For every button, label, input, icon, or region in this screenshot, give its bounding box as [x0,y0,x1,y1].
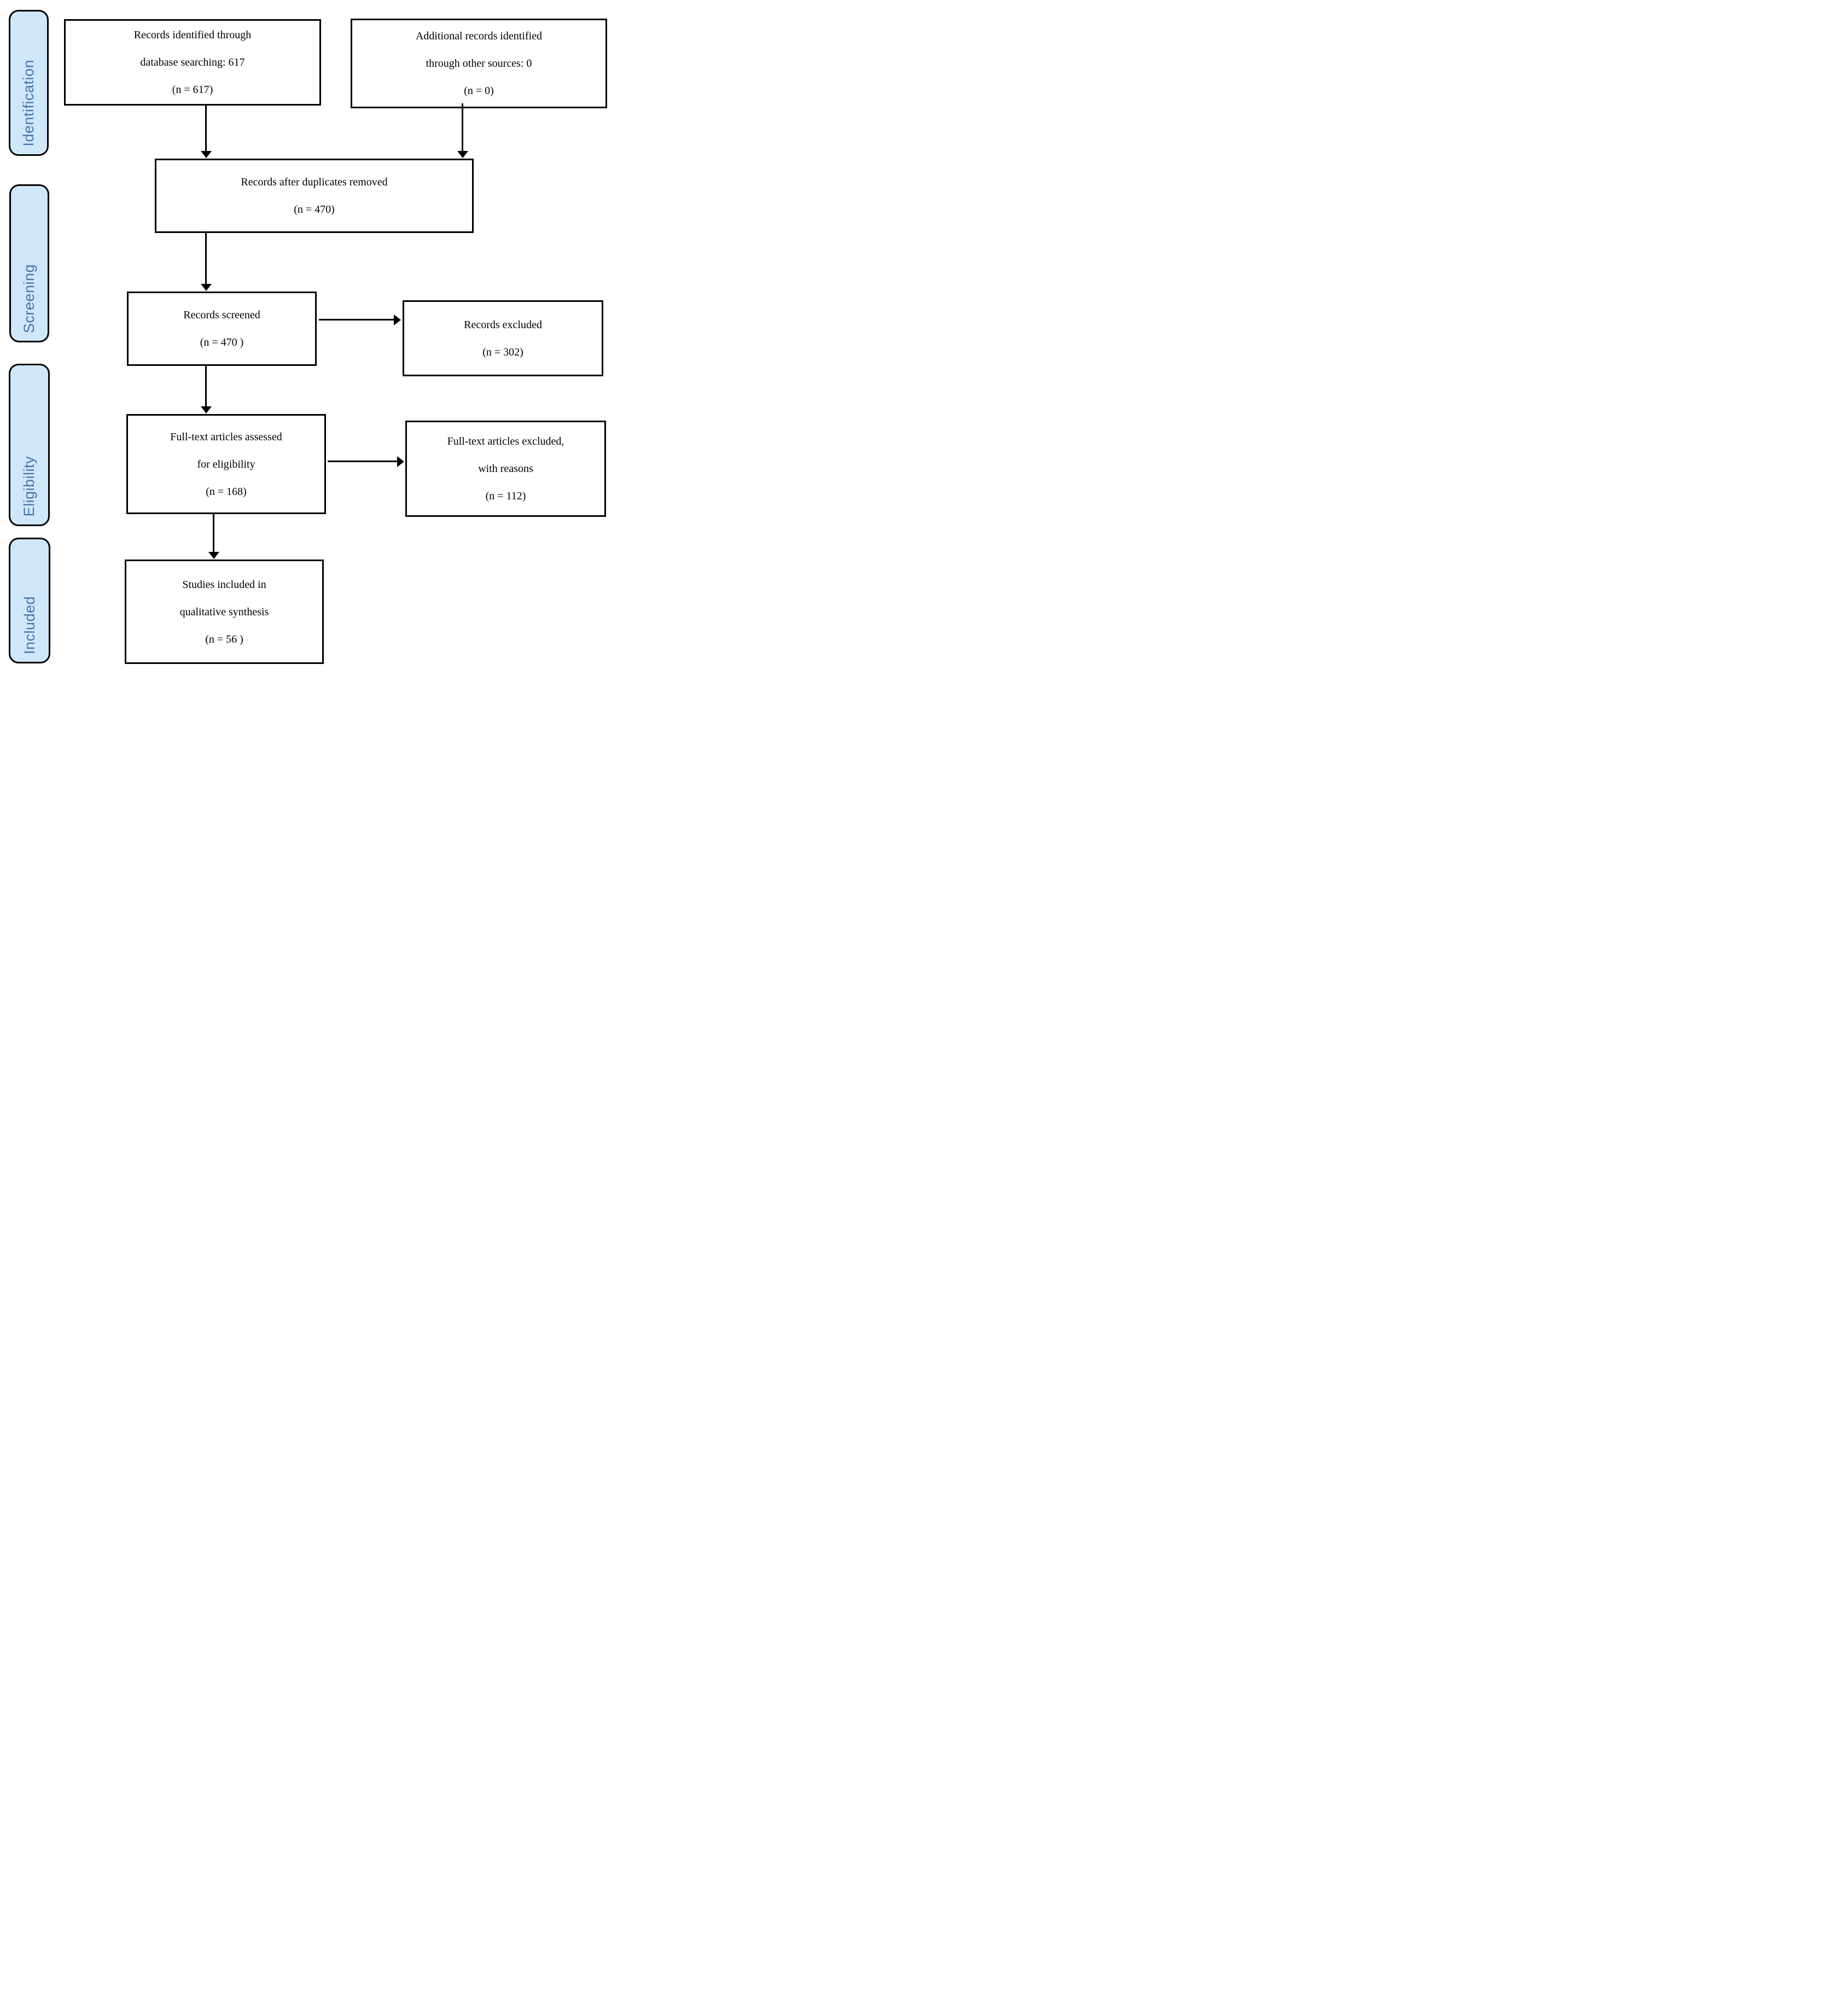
stage-label-text: Identification [20,60,37,147]
box-duplicates-removed: Records after duplicates removed (n = 47… [155,159,474,233]
box-line: for eligibility [197,458,255,470]
arrow-fulltext-to-fulltext-excluded [328,456,404,467]
stage-label-text: Included [21,596,38,654]
arrow-screened-to-fulltext [200,366,212,413]
box-records-screened: Records screened (n = 470 ) [127,292,317,366]
box-line: Records after duplicates removed [241,176,388,188]
arrowhead-right-icon [394,314,401,325]
box-line: (n = 470) [294,203,335,215]
arrow-identified-to-duplicates [200,106,212,158]
box-line: (n = 470 ) [200,336,244,348]
box-line: (n = 302) [482,346,523,358]
box-line: Records identified through [133,29,252,41]
box-line: Full-text articles excluded, [447,435,564,447]
box-records-excluded: Records excluded (n = 302) [403,300,603,376]
box-line: database searching: 617 [140,56,245,68]
box-records-identified: Records identified through database sear… [64,19,321,106]
stage-label-text: Eligibility [21,456,37,517]
arrowhead-right-icon [397,456,404,467]
box-studies-included: Studies included in qualitative synthesi… [125,560,324,664]
arrowhead-down-icon [457,151,468,158]
stage-label-eligibility: Eligibility [9,364,50,526]
box-line: Records excluded [464,318,542,331]
stage-label-text: Screening [21,264,37,333]
box-line: Full-text articles assessed [170,430,282,443]
box-line: (n = 56 ) [205,633,243,645]
box-fulltext-assessed: Full-text articles assessed for eligibil… [126,414,326,514]
box-line: Records screened [183,309,260,321]
arrowhead-down-icon [200,406,212,413]
box-line: Additional records identified [415,30,543,42]
arrowhead-down-icon [200,284,212,291]
box-line: with reasons [478,463,533,475]
arrowhead-down-icon [200,151,212,158]
box-line: (n = 617) [172,84,213,96]
box-additional-records: Additional records identified through ot… [351,19,607,108]
arrow-fulltext-to-included [208,514,219,559]
box-fulltext-excluded: Full-text articles excluded, with reason… [405,421,606,517]
box-line: Studies included in [182,578,266,591]
stage-label-included: Included [9,538,50,663]
box-line: (n = 0) [464,85,494,97]
arrow-additional-to-duplicates [457,103,468,158]
arrow-screened-to-excluded [319,314,401,325]
arrow-duplicates-to-screened [200,233,212,291]
stage-label-identification: Identification [9,10,49,156]
box-line: qualitative synthesis [179,605,269,618]
box-line: (n = 112) [485,490,526,502]
arrowhead-down-icon [208,552,219,559]
box-line: through other sources: 0 [426,57,532,69]
box-line: (n = 168) [206,485,247,498]
stage-label-screening: Screening [9,184,49,342]
prisma-flow-diagram: Identification Screening Eligibility Inc… [0,0,615,672]
